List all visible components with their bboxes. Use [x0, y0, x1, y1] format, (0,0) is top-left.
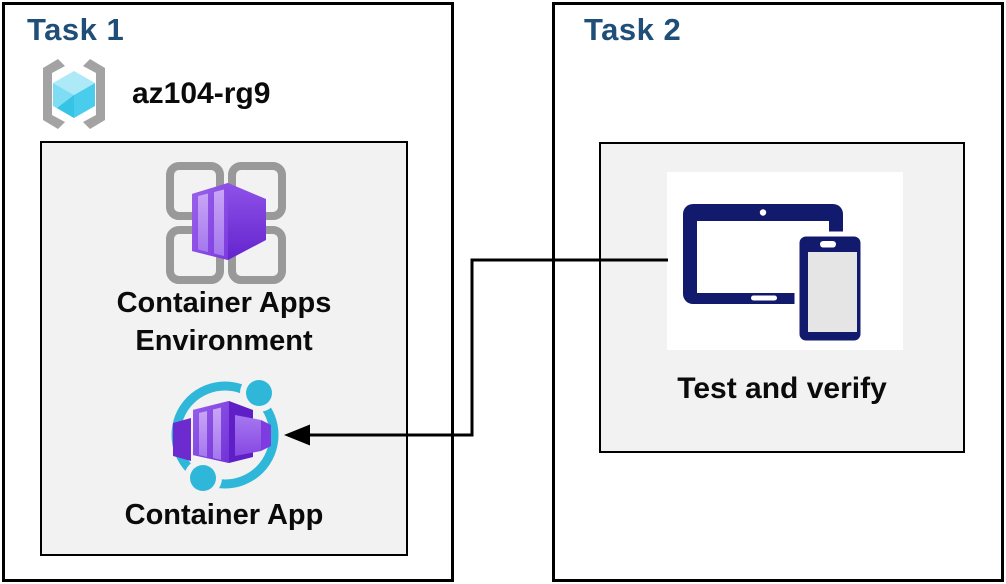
tablet-and-phone-icon: [683, 204, 866, 346]
resource-group-row: az104-rg9: [32, 58, 270, 130]
container-apps-environment-icon: [166, 162, 286, 284]
resource-group-icon: [43, 59, 105, 129]
environment-label: Container Apps Environment: [40, 284, 408, 360]
test-panel: [667, 172, 903, 350]
container-app-label: Container App: [124, 499, 324, 531]
task1-title: Task 1: [27, 12, 125, 47]
environment-label-line2: Environment: [135, 325, 313, 357]
test-and-verify-label: Test and verify: [677, 372, 887, 405]
resource-group-name: az104-rg9: [132, 77, 271, 110]
task2-title: Task 2: [584, 12, 682, 47]
container-app-icon: [171, 377, 279, 493]
environment-label-line1: Container Apps: [116, 287, 332, 319]
